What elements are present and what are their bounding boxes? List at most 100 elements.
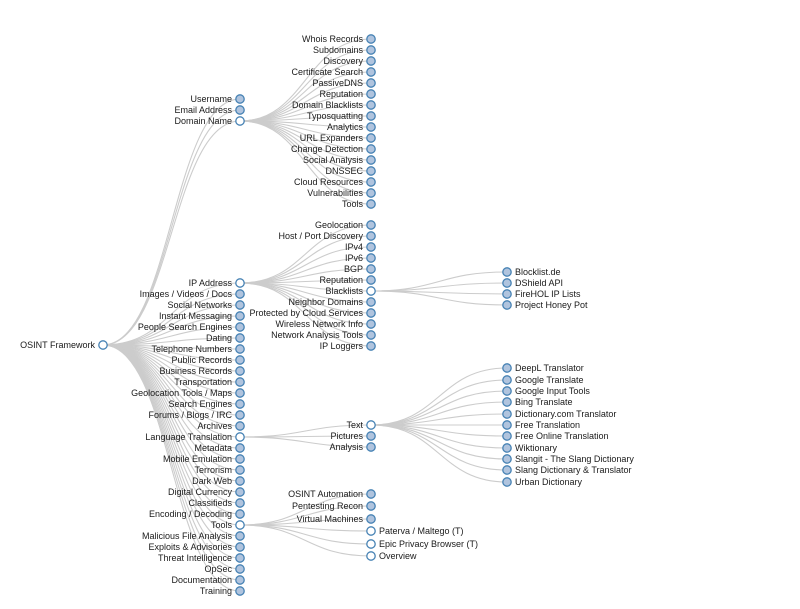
node-label[interactable]: Virtual Machines (297, 514, 364, 524)
collapsed-folder-node-circle[interactable] (366, 297, 376, 307)
collapsed-folder-node-circle[interactable] (235, 311, 245, 321)
tree-node-instant-messaging[interactable]: Instant Messaging (159, 311, 245, 321)
collapsed-folder-node-circle[interactable] (366, 122, 376, 132)
node-label[interactable]: DShield API (515, 278, 563, 288)
node-label[interactable]: Discovery (323, 56, 363, 66)
tree-node-domain-blacklists[interactable]: Domain Blacklists (292, 100, 376, 110)
node-label[interactable]: Bing Translate (515, 397, 573, 407)
tree-node-typosquatting[interactable]: Typosquatting (307, 111, 376, 121)
tree-node-transportation[interactable]: Transportation (174, 377, 245, 387)
tree-node-pictures[interactable]: Pictures (330, 431, 376, 441)
tree-node-ipv4[interactable]: IPv4 (345, 242, 376, 252)
collapsed-folder-node-circle[interactable] (366, 264, 376, 274)
node-label[interactable]: Exploits & Advisories (148, 542, 232, 552)
node-label[interactable]: Encoding / Decoding (149, 509, 232, 519)
tree-node-classifieds[interactable]: Classifieds (188, 498, 245, 508)
collapsed-folder-node-circle[interactable] (366, 111, 376, 121)
leaf-node-circle[interactable] (502, 267, 512, 277)
node-label[interactable]: Change Detection (291, 144, 363, 154)
tree-node-wiktionary[interactable]: Wiktionary (502, 443, 558, 453)
tree-node-certificate-search[interactable]: Certificate Search (291, 67, 376, 77)
node-label[interactable]: Wiktionary (515, 443, 558, 453)
node-label[interactable]: Social Networks (167, 300, 232, 310)
tree-node-bing-translate[interactable]: Bing Translate (502, 397, 573, 407)
expanded-folder-node-circle[interactable] (235, 520, 245, 530)
collapsed-folder-node-circle[interactable] (235, 553, 245, 563)
tree-node-digital-currency[interactable]: Digital Currency (168, 487, 245, 497)
collapsed-folder-node-circle[interactable] (366, 100, 376, 110)
collapsed-folder-node-circle[interactable] (366, 501, 376, 511)
tree-node-dictionary-com-translator[interactable]: Dictionary.com Translator (502, 409, 617, 419)
node-label[interactable]: Geolocation (315, 220, 363, 230)
tree-node-dark-web[interactable]: Dark Web (192, 476, 245, 486)
expanded-folder-node-circle[interactable] (366, 420, 376, 430)
node-label[interactable]: Network Analysis Tools (271, 330, 363, 340)
node-label[interactable]: Public Records (171, 355, 232, 365)
tree-node-blacklists[interactable]: Blacklists (325, 286, 376, 296)
node-label[interactable]: Epic Privacy Browser (T) (379, 539, 478, 549)
collapsed-folder-node-circle[interactable] (235, 300, 245, 310)
tree-node-archives[interactable]: Archives (197, 421, 245, 431)
node-label[interactable]: Classifieds (188, 498, 232, 508)
tree-node-osint-automation[interactable]: OSINT Automation (288, 489, 376, 499)
tree-node-ipv6[interactable]: IPv6 (345, 253, 376, 263)
tree-node-protected-by-cloud-services[interactable]: Protected by Cloud Services (249, 308, 376, 318)
node-label[interactable]: Google Input Tools (515, 386, 590, 396)
node-label[interactable]: OSINT Automation (288, 489, 363, 499)
node-label[interactable]: Language Translation (145, 432, 232, 442)
tree-node-analytics[interactable]: Analytics (327, 122, 376, 132)
tree-node-discovery[interactable]: Discovery (323, 56, 376, 66)
collapsed-folder-node-circle[interactable] (235, 399, 245, 409)
node-label[interactable]: Dictionary.com Translator (515, 409, 616, 419)
leaf-node-circle[interactable] (502, 300, 512, 310)
node-label[interactable]: Wireless Network Info (275, 319, 363, 329)
leaf-node-circle[interactable] (502, 409, 512, 419)
node-label[interactable]: Geolocation Tools / Maps (131, 388, 232, 398)
node-label[interactable]: Analysis (329, 442, 363, 452)
tree-node-social-networks[interactable]: Social Networks (167, 300, 245, 310)
collapsed-folder-node-circle[interactable] (366, 220, 376, 230)
node-label[interactable]: Social Analysis (303, 155, 364, 165)
tree-node-reputation[interactable]: Reputation (319, 89, 376, 99)
leaf-node-circle[interactable] (502, 289, 512, 299)
tree-node-business-records[interactable]: Business Records (159, 366, 245, 376)
tree-node-search-engines[interactable]: Search Engines (168, 399, 245, 409)
collapsed-folder-node-circle[interactable] (366, 133, 376, 143)
tree-node-epic-privacy-browser-t[interactable]: Epic Privacy Browser (T) (366, 539, 478, 549)
collapsed-folder-node-circle[interactable] (235, 564, 245, 574)
tree-node-overview[interactable]: Overview (366, 551, 417, 561)
tree-node-neighbor-domains[interactable]: Neighbor Domains (288, 297, 376, 307)
tree-node-firehol-ip-lists[interactable]: FireHOL IP Lists (502, 289, 581, 299)
leaf-node-circle[interactable] (502, 397, 512, 407)
tree-node-project-honey-pot[interactable]: Project Honey Pot (502, 300, 588, 310)
tree-node-ip-loggers[interactable]: IP Loggers (320, 341, 376, 351)
tree-node-social-analysis[interactable]: Social Analysis (303, 155, 376, 165)
tree-node-subdomains[interactable]: Subdomains (313, 45, 376, 55)
leaf-node-circle[interactable] (502, 420, 512, 430)
node-label[interactable]: Tools (211, 520, 233, 530)
tree-node-encoding-decoding[interactable]: Encoding / Decoding (149, 509, 245, 519)
collapsed-folder-node-circle[interactable] (366, 330, 376, 340)
node-label[interactable]: Forums / Blogs / IRC (148, 410, 232, 420)
tree-node-email-address[interactable]: Email Address (174, 105, 245, 115)
node-label[interactable]: Tools (342, 199, 364, 209)
tree-node-slang-dictionary-translator[interactable]: Slang Dictionary & Translator (502, 465, 632, 475)
collapsed-folder-node-circle[interactable] (235, 366, 245, 376)
collapsed-folder-node-circle[interactable] (235, 476, 245, 486)
collapsed-folder-node-circle[interactable] (366, 78, 376, 88)
node-label[interactable]: Whois Records (302, 34, 364, 44)
collapsed-folder-node-circle[interactable] (235, 443, 245, 453)
node-label[interactable]: Archives (197, 421, 232, 431)
leaf-node-circle[interactable] (366, 551, 376, 561)
tree-node-people-search-engines[interactable]: People Search Engines (138, 322, 245, 332)
node-label[interactable]: Telephone Numbers (151, 344, 232, 354)
node-label[interactable]: DNSSEC (325, 166, 363, 176)
node-label[interactable]: Overview (379, 551, 417, 561)
node-label[interactable]: Images / Videos / Docs (140, 289, 233, 299)
leaf-node-circle[interactable] (502, 443, 512, 453)
node-label[interactable]: Domain Blacklists (292, 100, 364, 110)
tree-node-url-expanders[interactable]: URL Expanders (300, 133, 376, 143)
collapsed-folder-node-circle[interactable] (235, 586, 245, 596)
node-label[interactable]: Mobile Emulation (163, 454, 232, 464)
tree-node-documentation[interactable]: Documentation (171, 575, 245, 585)
